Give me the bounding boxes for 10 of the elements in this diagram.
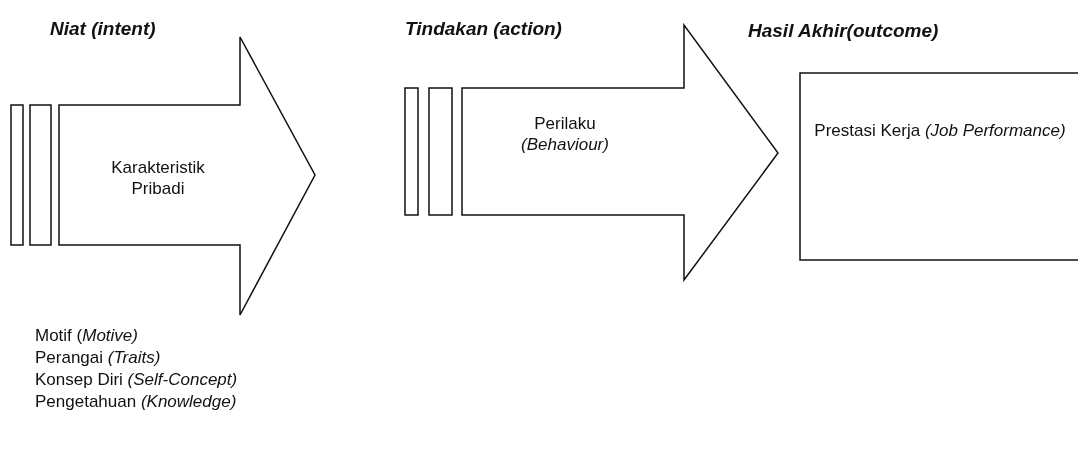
stage-heading: Hasil Akhir(outcome) (748, 20, 939, 42)
characteristic-item: Perangai (Traits) (35, 347, 162, 370)
stage-heading: Tindakan (action) (405, 18, 562, 40)
characteristic-item: Konsep Diri (Self-Concept) (35, 369, 238, 392)
stage-label: Perilaku (Behaviour) (520, 113, 610, 156)
stage-label: Prestasi Kerja (Job Performance) (813, 120, 1067, 142)
stage-label: Karakteristik Pribadi (110, 157, 206, 200)
characteristic-item: Pengetahuan (Knowledge) (35, 391, 238, 414)
stage-heading: Niat (intent) (50, 18, 156, 40)
characteristic-item: Motif (Motive) (35, 325, 139, 347)
